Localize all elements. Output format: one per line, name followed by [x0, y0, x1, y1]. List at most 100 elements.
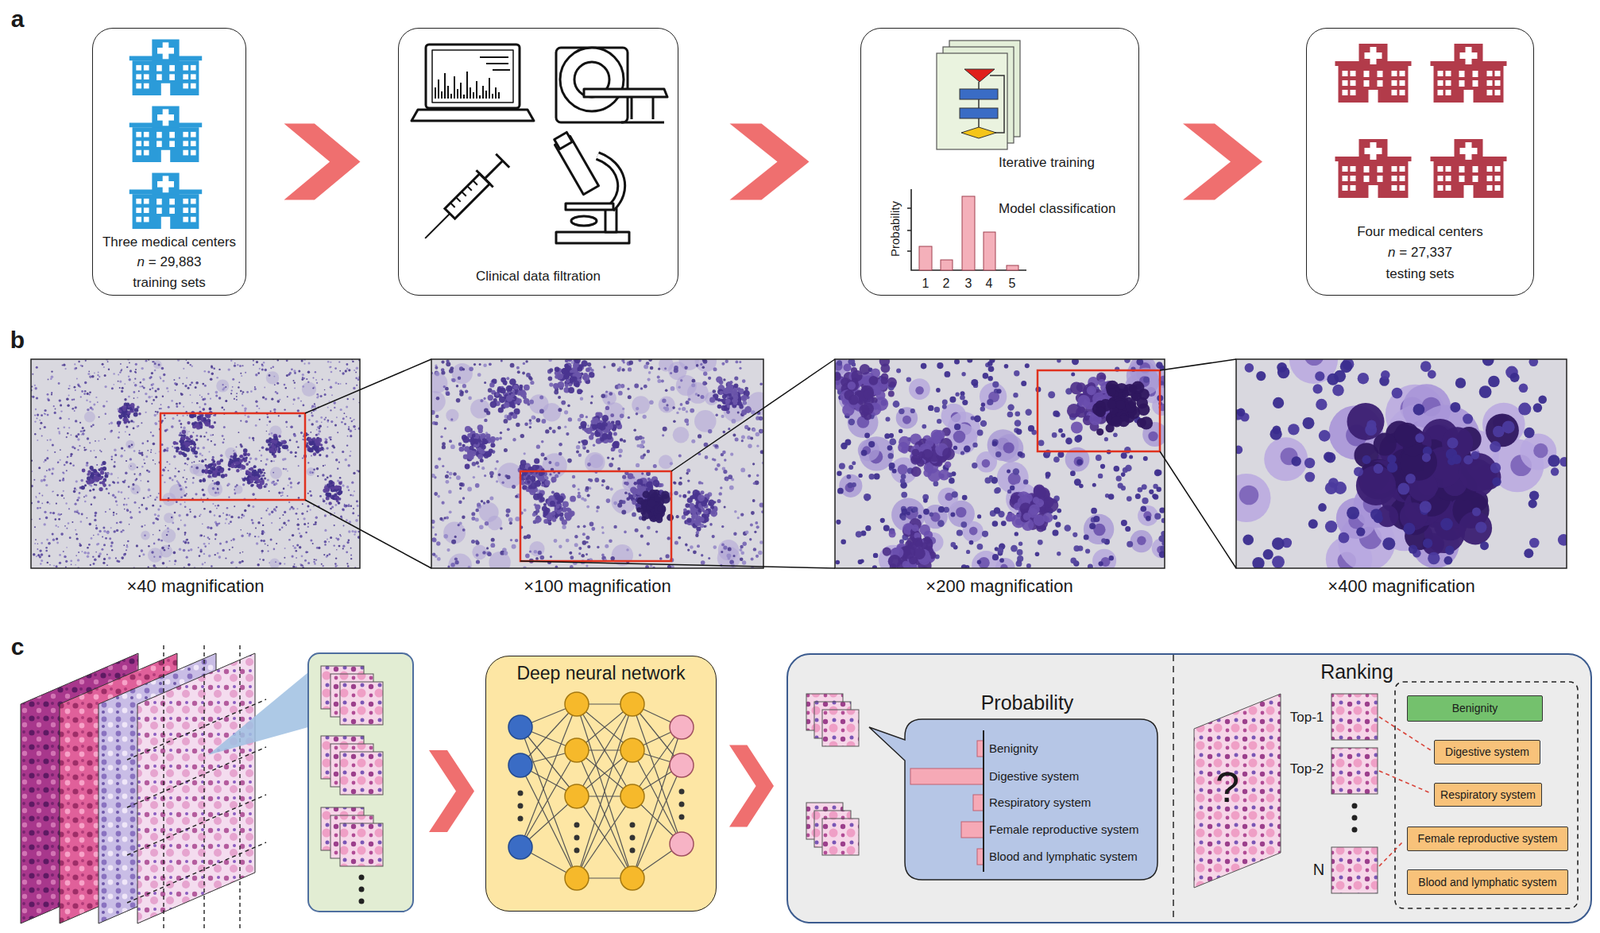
cell-dot: [338, 544, 341, 548]
cell-dot: [192, 438, 194, 441]
cell-dot: [150, 395, 153, 398]
cell-dot: [180, 445, 183, 449]
cell-dot: [68, 417, 70, 420]
cell-dot: [85, 494, 88, 497]
cell-dot: [300, 400, 302, 402]
cell-dot: [196, 401, 199, 405]
cell-dot: [235, 446, 238, 449]
cell-dot: [239, 459, 244, 464]
cell-dot: [94, 511, 98, 515]
cell-dot: [170, 399, 174, 402]
cell-dot: [141, 452, 143, 454]
cell-dot: [57, 427, 59, 429]
cell-dot: [261, 368, 264, 372]
cell-dot: [228, 514, 232, 517]
cell-dot: [142, 386, 146, 390]
syringe-icon-part: [450, 180, 478, 208]
cell-dot: [54, 408, 57, 410]
cell-dot: [214, 533, 217, 536]
cell-dot: [41, 502, 43, 504]
cell-dot: [338, 490, 343, 495]
cell-dot: [303, 517, 306, 520]
cell-dot: [231, 389, 233, 391]
cell-dot: [266, 457, 269, 460]
cell-dot: [262, 474, 265, 477]
cell-dot: [108, 492, 110, 495]
cell-dot: [297, 409, 300, 412]
cell-dot: [201, 478, 206, 483]
cell-dot: [298, 545, 302, 549]
cell-dot: [261, 446, 265, 450]
cell-dot: [83, 495, 86, 498]
cell-dot: [254, 386, 256, 388]
cell-dot: [328, 479, 334, 485]
cell-dot: [175, 500, 178, 503]
cell-dot: [306, 551, 309, 553]
cell-dot: [48, 541, 51, 544]
cell-dot: [197, 415, 201, 420]
syringe-icon-part: [475, 152, 511, 188]
cell-dot: [230, 539, 232, 542]
cell-dot: [309, 509, 312, 511]
cell-dot: [106, 553, 109, 556]
cell-dot: [208, 450, 211, 453]
cell-dot: [52, 538, 55, 542]
cell-dot: [36, 506, 39, 510]
cell-dot: [177, 527, 180, 530]
cell-dot: [44, 413, 47, 415]
cell-dot: [199, 405, 201, 408]
cell-dot: [88, 489, 92, 492]
cell-dot: [260, 539, 263, 542]
cell-dot: [316, 393, 319, 396]
cell-dot: [324, 464, 326, 467]
cell-dot: [243, 409, 247, 413]
cell-dot: [298, 414, 302, 418]
cell-dot: [209, 377, 213, 381]
cell-dot: [349, 494, 352, 496]
cell-dot: [74, 419, 78, 422]
cell-dot: [34, 525, 36, 528]
cell-dot: [289, 506, 293, 510]
cell-dot: [76, 378, 78, 380]
cell-dot: [270, 432, 273, 434]
cell-dot: [162, 561, 166, 565]
cell-dot: [100, 548, 104, 551]
cell-dot: [351, 420, 353, 422]
cell-dot: [347, 564, 349, 567]
syringe-icon-part: [425, 213, 450, 239]
cell-dot: [187, 563, 191, 567]
cell-dot: [315, 378, 317, 381]
cell-dot: [84, 411, 96, 423]
cell-dot: [287, 373, 290, 376]
cell-dot: [34, 420, 36, 422]
cell-dot: [136, 490, 139, 493]
cell-dot: [60, 532, 64, 536]
cell-dot: [321, 473, 325, 476]
cell-dot: [235, 468, 240, 472]
cell-dot: [268, 561, 271, 564]
cell-dot: [164, 466, 167, 468]
cell-dot: [213, 473, 218, 478]
cell-dot: [309, 431, 312, 433]
cell-dot: [294, 455, 298, 458]
cell-dot: [185, 447, 191, 453]
cell-dot: [57, 460, 59, 463]
cell-dot: [282, 487, 286, 491]
cell-dot: [317, 429, 321, 433]
cell-dot: [69, 536, 72, 539]
cell-dot: [270, 537, 273, 541]
cell-dot: [166, 446, 169, 449]
cell-dot: [293, 546, 297, 549]
cell-dot: [180, 393, 183, 396]
cell-dot: [63, 497, 66, 499]
cell-dot: [111, 456, 113, 458]
cell-dot: [305, 441, 309, 445]
cell-dot: [162, 373, 166, 376]
cell-dot: [180, 446, 183, 449]
cell-dot: [236, 363, 240, 367]
cell-dot: [317, 441, 321, 445]
cell-dot: [83, 392, 86, 395]
cell-dot: [270, 398, 274, 401]
cell-dot: [266, 416, 270, 419]
cell-dot: [195, 455, 198, 458]
